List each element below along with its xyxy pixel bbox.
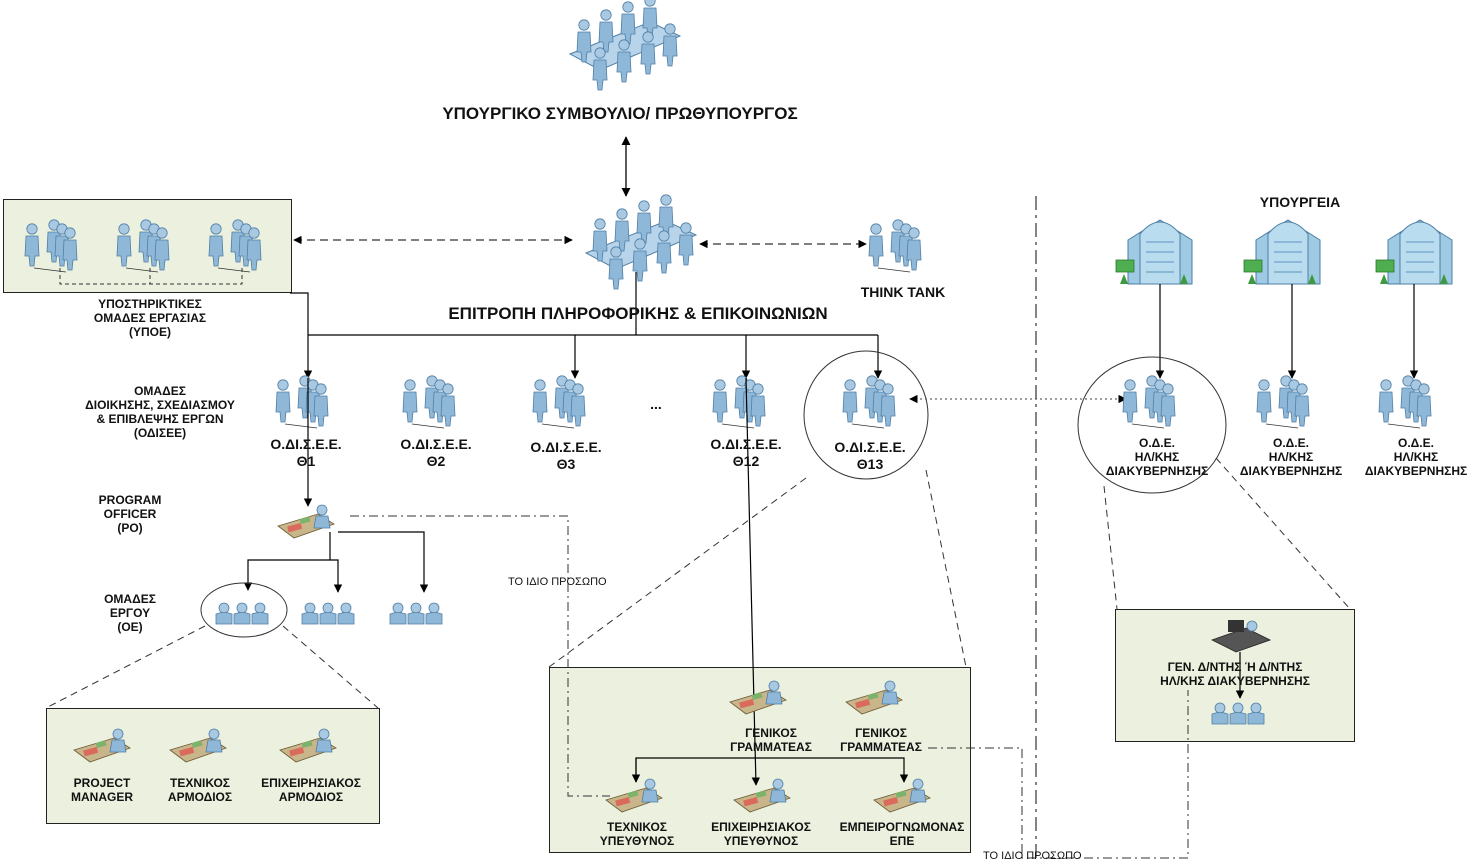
expert-label: ΕΜΠΕΙΡΟΓΝΩΜΟΝΑΣ ΕΠΕ: [839, 820, 965, 849]
group-label-th3: Ο.ΔΙ.Σ.Ε.Ε. Θ3: [530, 439, 602, 472]
committee-title: ΕΠΙΤΡΟΠΗ ΠΛΗΡΟΦΟΡΙΚΗΣ & ΕΠΙΚΟΙΝΩΝΙΩΝ: [448, 304, 828, 323]
odisee-label: ΟΜΑΔΕΣ ΔΙΟΙΚΗΣΗΣ, ΣΧΕΔΙΑΣΜΟΥ & ΕΠΙΒΛΕΨΗΣ…: [85, 384, 235, 441]
ellipsis-label: ...: [650, 396, 662, 412]
desk-worker-icon: [733, 778, 791, 813]
person-group-icon: [843, 376, 895, 428]
group-label-th13: Ο.ΔΙ.Σ.Ε.Ε. Θ13: [834, 439, 906, 472]
secretary-label-2: ΓΕΝΙΚΟΣ ΓΡΑΜΜΑΤΕΑΣ: [840, 726, 922, 755]
person-group-icon: [276, 376, 328, 428]
person-group-icon: [1257, 376, 1309, 428]
think-tank-label: THINK TANK: [860, 284, 946, 300]
desk-worker-icon: [873, 778, 931, 813]
ode-label-2: Ο.Δ.Ε. ΗΛ/ΚΗΣ ΔΙΑΚΥΒΕΡΝΗΣΗΣ: [1239, 436, 1343, 479]
group-label-th12: Ο.ΔΙ.Σ.Ε.Ε. Θ12: [710, 436, 782, 469]
desk-worker-icon: [73, 728, 131, 763]
person-group-icon: [1379, 376, 1431, 428]
person-group-icon: [25, 220, 77, 272]
cabinet-title: ΥΠΟΥΡΓΙΚΟ ΣΥΜΒΟΥΛΙΟ/ ΠΡΩΘΥΠΟΥΡΓΟΣ: [442, 104, 798, 123]
building-icon: [1375, 219, 1453, 285]
building-icon: [1243, 219, 1321, 285]
meeting-table-icon: [570, 0, 680, 90]
ode-label-3: Ο.Δ.Ε. ΗΛ/ΚΗΣ ΔΙΑΚΥΒΕΡΝΗΣΗΣ: [1364, 436, 1468, 479]
business-officer-label: ΕΠΙΧΕΙΡΗΣΙΑΚΟΣ ΑΡΜΟΔΙΟΣ: [261, 776, 361, 805]
person-group-icon: [403, 376, 455, 428]
person-group-icon: [533, 376, 585, 428]
business-manager-label: ΕΠΙΧΕΙΡΗΣΙΑΚΟΣ ΥΠΕΥΘΥΝΟΣ: [711, 820, 811, 849]
meeting-table-icon: [586, 195, 696, 289]
technical-manager-label: ΤΕΧΝΙΚΟΣ ΥΠΕΥΘΥΝΟΣ: [599, 820, 675, 849]
person-group-icon: [215, 602, 269, 625]
person-group-icon: [209, 220, 261, 272]
person-group-icon: [301, 602, 355, 625]
director-label: ΓΕΝ. Δ/ΝΤΗΣ Ή Δ/ΝΤΗΣ ΗΛ/ΚΗΣ ΔΙΑΚΥΒΕΡΝΗΣΗ…: [1160, 660, 1310, 689]
program-officer-label: PROGRAM OFFICER (PO): [98, 493, 162, 536]
secretary-label-1: ΓΕΝΙΚΟΣ ΓΡΑΜΜΑΤΕΑΣ: [730, 726, 812, 755]
project-teams-label: ΟΜΑΔΕΣ ΕΡΓΟΥ (ΟΕ): [104, 592, 156, 635]
project-manager-label: PROJECT MANAGER: [71, 776, 133, 805]
desk-worker-icon: [845, 680, 903, 715]
ode-label-1: Ο.Δ.Ε. ΗΛ/ΚΗΣ ΔΙΑΚΥΒΕΡΝΗΣΗΣ: [1105, 436, 1209, 479]
person-group-icon: [389, 602, 443, 625]
person-group-icon: [1123, 376, 1175, 428]
person-group-icon: [1211, 702, 1265, 725]
same-person-note-1: ΤΟ ΙΔΙΟ ΠΡΟΣΩΠΟ: [508, 576, 607, 588]
same-person-note-2: ΤΟ ΙΔΙΟ ΠΡΟΣΩΠΟ: [983, 850, 1082, 862]
person-group-icon: [117, 220, 169, 272]
desk-worker-icon: [277, 504, 335, 539]
ministries-title: ΥΠΟΥΡΓΕΙΑ: [1259, 194, 1341, 210]
ypoe-label: ΥΠΟΣΤΗΡΙΚΤΙΚΕΣ ΟΜΑΔΕΣ ΕΡΓΑΣΙΑΣ (ΥΠΟΕ): [93, 297, 207, 340]
computer-desk-icon: [1210, 620, 1272, 653]
desk-worker-icon: [729, 680, 787, 715]
person-group-icon: [713, 376, 765, 428]
desk-worker-icon: [605, 778, 663, 813]
group-label-th1: Ο.ΔΙ.Σ.Ε.Ε. Θ1: [270, 436, 342, 469]
group-label-th2: Ο.ΔΙ.Σ.Ε.Ε. Θ2: [400, 436, 472, 469]
project-team-box: [46, 708, 380, 824]
desk-worker-icon: [279, 728, 337, 763]
desk-worker-icon: [169, 728, 227, 763]
building-icon: [1115, 219, 1193, 285]
technical-officer-label: ΤΕΧΝΙΚΟΣ ΑΡΜΟΔΙΟΣ: [167, 776, 233, 805]
person-group-icon: [869, 220, 921, 272]
